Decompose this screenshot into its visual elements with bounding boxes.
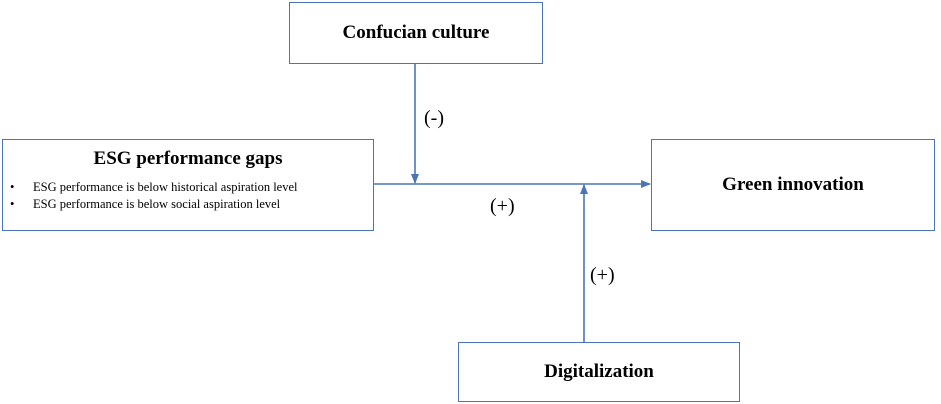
confucian-culture-node: Confucian culture [289, 2, 543, 64]
digitalization-title: Digitalization [544, 361, 654, 382]
list-item: • ESG performance is below historical as… [10, 179, 373, 196]
esg-performance-gaps-node: ESG performance gaps • ESG performance i… [2, 139, 374, 231]
green-innovation-title: Green innovation [722, 174, 864, 195]
bullet-icon: • [10, 197, 15, 211]
esg-bullet-list: • ESG performance is below historical as… [3, 179, 373, 213]
list-item-text: ESG performance is below historical aspi… [33, 180, 298, 194]
list-item-text: ESG performance is below social aspirati… [33, 197, 281, 211]
digitalization-node: Digitalization [458, 342, 740, 402]
main-effect-sign: (+) [490, 195, 515, 217]
digital-moderation-sign: (+) [590, 264, 615, 286]
confucian-culture-title: Confucian culture [342, 22, 490, 43]
list-item: • ESG performance is below social aspira… [10, 196, 373, 213]
green-innovation-node: Green innovation [651, 139, 935, 231]
bullet-icon: • [10, 180, 15, 194]
confucian-moderation-sign: (-) [424, 107, 444, 129]
esg-performance-gaps-title: ESG performance gaps [93, 148, 283, 169]
